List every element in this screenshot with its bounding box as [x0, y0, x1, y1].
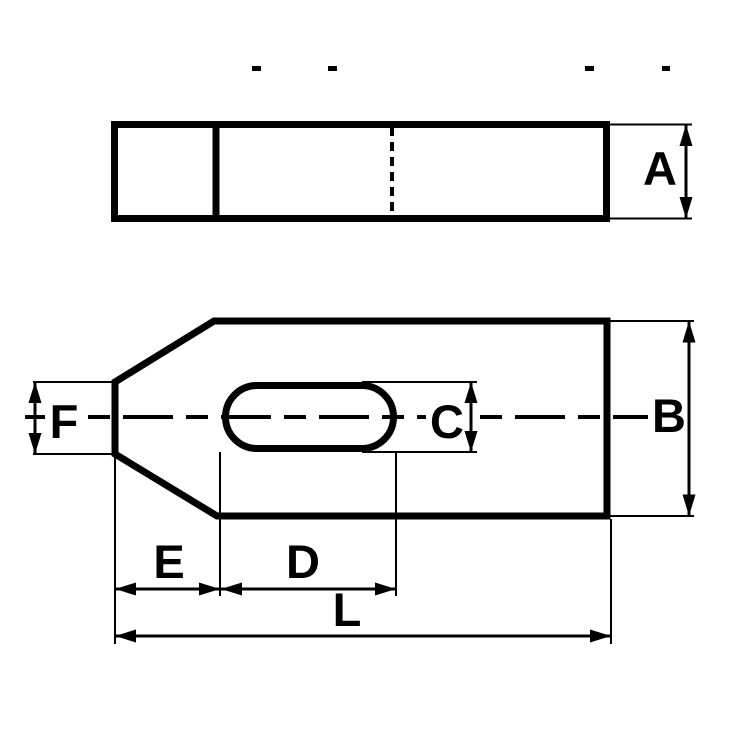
arrowhead-down-icon: [28, 433, 42, 454]
stray-dash: [585, 66, 594, 71]
stray-dash: [662, 66, 670, 71]
arrowhead-left-icon: [115, 582, 136, 596]
dimension-L: L: [115, 583, 611, 643]
dimension-D: D: [221, 535, 396, 596]
dimension-label-B: B: [652, 389, 686, 442]
label-mask: [45, 398, 85, 442]
stray-dash: [252, 66, 261, 71]
dimension-E: E: [115, 535, 220, 596]
dimension-C: C: [362, 381, 478, 453]
arrowhead-right-icon: [590, 629, 611, 643]
arrowhead-left-icon: [221, 582, 242, 596]
dimension-label-A: A: [643, 142, 677, 195]
side-view: [111, 121, 610, 222]
dimension-label-D: D: [286, 535, 320, 588]
stray-dash: [328, 66, 337, 71]
dimension-label-L: L: [333, 583, 362, 636]
arrowhead-up-icon: [28, 382, 42, 403]
arrowhead-up-icon: [464, 382, 478, 403]
arrowhead-right-icon: [199, 582, 220, 596]
arrowhead-down-icon: [464, 431, 478, 452]
dimension-label-F: F: [50, 395, 79, 448]
dimension-F: F: [28, 381, 113, 455]
dimension-label-E: E: [153, 535, 184, 588]
dimension-B: B: [608, 320, 696, 517]
side-view-outline: [111, 121, 610, 222]
arrowhead-left-icon: [115, 629, 136, 643]
cropped-dash-line: [252, 66, 670, 71]
dimension-label-C: C: [430, 395, 464, 448]
arrowhead-up-icon: [679, 124, 693, 146]
label-mask: [426, 398, 468, 442]
arrowhead-up-icon: [682, 321, 696, 343]
arrowhead-down-icon: [682, 494, 696, 516]
arrowhead-right-icon: [375, 582, 396, 596]
arrowhead-down-icon: [679, 197, 693, 219]
dimension-A: A: [608, 123, 693, 220]
